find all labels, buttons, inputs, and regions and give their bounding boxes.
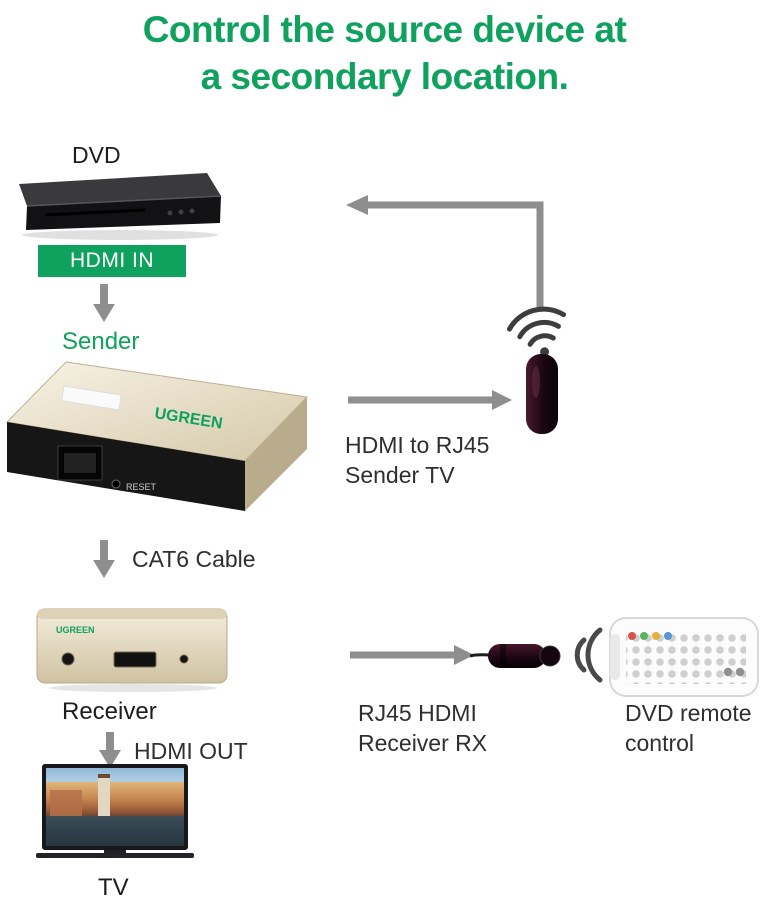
remote-button-green (640, 632, 648, 640)
receiver-led (179, 654, 189, 664)
ir-emitter-ring (500, 644, 506, 668)
ir-receiver-illustration (526, 354, 558, 434)
ir-signal-arc-1 (574, 637, 587, 673)
receiver-top-strip (37, 609, 227, 619)
sender-label: Sender (62, 328, 140, 355)
tv-screen-tower (98, 774, 110, 816)
sender-tv-caption-line-1: HDMI to RJ45 (345, 432, 490, 458)
remote-caption-line-2: control (625, 730, 695, 756)
remote-button-dark-2 (735, 667, 745, 677)
arrow-receiver-to-ir-emitter (350, 645, 474, 665)
cat6-cable-label: CAT6 Cable (132, 546, 256, 572)
dvd-player-front (26, 196, 221, 230)
page-title-line-2: a secondary location. (200, 56, 569, 97)
remote-button-blue (664, 632, 672, 640)
tv-label: TV (98, 874, 129, 901)
receiver-hdmi-port (113, 651, 157, 668)
wifi-signal-icon (506, 306, 567, 357)
dvd-player-edge (26, 195, 222, 207)
sender-side-face (245, 397, 307, 511)
dvd-player-illustration (19, 173, 222, 240)
ir-receiver-highlight (532, 366, 540, 398)
remote-button-red (628, 632, 636, 640)
page-title-line-1: Control the source device at (142, 9, 627, 50)
receiver-box-illustration: UGREEN (36, 608, 228, 692)
receiver-round-port (61, 652, 75, 666)
receiver-label: Receiver (62, 698, 157, 725)
hdmi-out-label: HDMI OUT (134, 738, 248, 764)
dvd-player-top (19, 173, 221, 206)
receiver-brand-text: UGREEN (56, 625, 95, 635)
arrow-sender-to-ir-sender (348, 390, 512, 410)
sender-box-illustration: UGREEN RESET (5, 361, 309, 511)
wifi-arc-2 (517, 319, 561, 340)
ir-emitter-lens (539, 645, 561, 667)
receiver-shadow (49, 684, 217, 692)
tv-stand-base (36, 853, 194, 858)
receiver-rx-caption-line-2: Receiver RX (358, 730, 488, 756)
arrow-hdmi-in-to-sender (93, 284, 115, 322)
hdmi-in-badge: HDMI IN (38, 245, 186, 277)
remote-button-dark-1 (723, 667, 733, 677)
arrow-hdmi-out (99, 732, 121, 768)
remote-button-yellow (652, 632, 660, 640)
sender-top-sticker (61, 385, 122, 411)
dvd-button-2 (178, 209, 184, 215)
arrow-cat6-cable (93, 540, 115, 578)
receiver-rx-caption-line-1: RJ45 HDMI (358, 700, 477, 726)
ir-emitter-illustration (470, 644, 561, 668)
receiver-body (36, 608, 228, 684)
remote-caption-line-1: DVD remote (625, 700, 752, 726)
ir-emitter-body (488, 644, 546, 668)
sender-front-face (7, 422, 245, 511)
dvd-button-3 (189, 208, 195, 214)
reset-button (111, 479, 121, 489)
sender-tv-caption-line-2: Sender TV (345, 462, 455, 488)
ir-signal-arc-2 (585, 627, 603, 683)
tv-illustration (42, 764, 188, 850)
remote-tip (610, 634, 620, 680)
feedback-line-to-dvd (346, 195, 544, 310)
tv-screen-building (50, 790, 82, 816)
wifi-arc-3 (506, 306, 567, 332)
reset-label: RESET (126, 482, 157, 492)
ir-signal-icon (574, 627, 603, 683)
tv-stand-neck (104, 850, 126, 854)
ir-receiver-body (526, 354, 558, 434)
dvd-label: DVD (72, 142, 121, 168)
dvd-disc-tray (44, 208, 146, 217)
dvd-player-shadow (22, 230, 218, 240)
remote-control-illustration (609, 617, 759, 697)
wifi-arc-1 (527, 333, 556, 347)
page-title: Control the source device at a secondary… (0, 6, 769, 100)
rj45-port-inner (64, 453, 96, 473)
dvd-button-1 (167, 210, 173, 216)
